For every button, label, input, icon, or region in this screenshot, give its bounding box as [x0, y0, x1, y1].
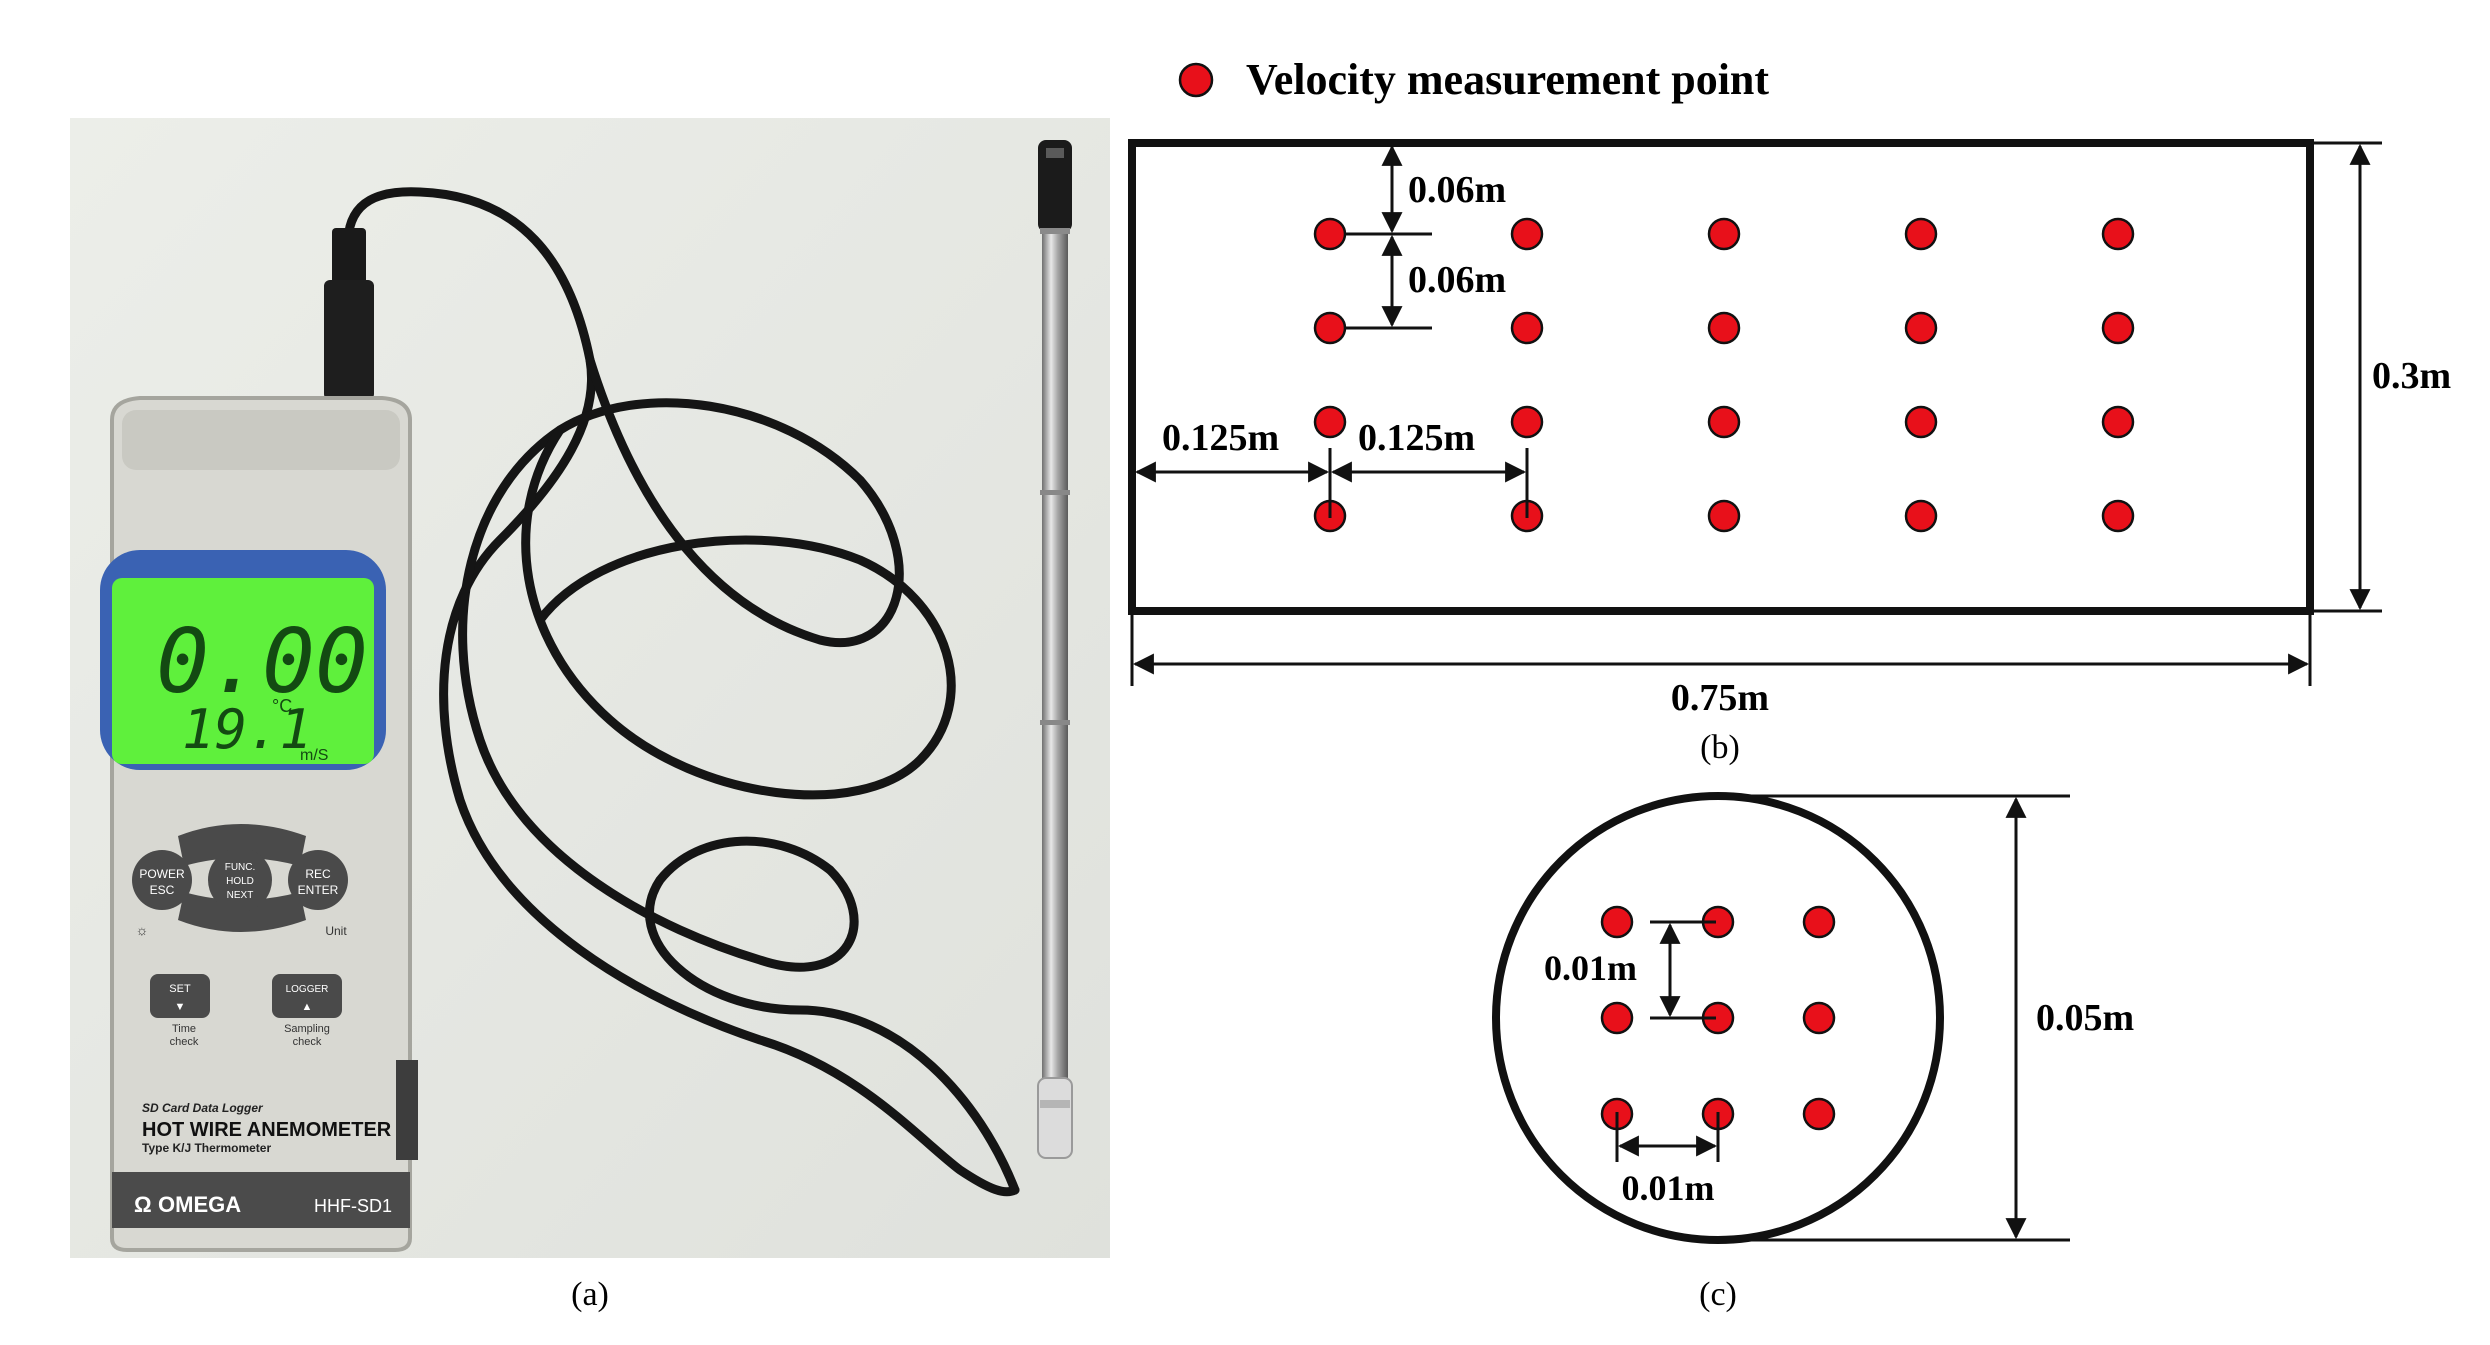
power-label: POWER [139, 867, 185, 881]
legend: Velocity measurement point [1178, 55, 1769, 104]
circle-duct-outline [1492, 792, 1944, 1244]
dim-diameter-label: 0.05m [2036, 997, 2134, 1039]
dim-left-gap-label: 0.125m [1162, 417, 1279, 459]
panel-a-photo: 0.00 19.1 °C m/S POWER ESC FUNC. HOLD NE… [70, 118, 1110, 1313]
panel-b-rectangle: 0.06m 0.06m 0.125m 0.125m 0.3m 0.75m (b) [1128, 139, 2451, 766]
caption-b: (b) [1700, 729, 1740, 766]
caption-c: (c) [1699, 1276, 1737, 1313]
velocity-measurement-point [1510, 217, 1544, 251]
velocity-measurement-point [2101, 499, 2135, 533]
velocity-measurement-point [1313, 311, 1347, 345]
velocity-measurement-point [1707, 499, 1741, 533]
velocity-measurement-point [1707, 311, 1741, 345]
func-hold-next-button[interactable]: FUNC. HOLD NEXT [208, 848, 272, 912]
unit-label: Unit [325, 924, 347, 938]
set-button[interactable]: SET ▼ Time check [150, 974, 210, 1048]
logger-button[interactable]: LOGGER ▲ Sampling check [272, 974, 342, 1048]
velocity-measurement-point [1802, 905, 1836, 939]
up-arrow-icon: ▲ [302, 1001, 313, 1013]
velocity-measurement-point [1802, 1001, 1836, 1035]
velocity-measurement-point [2101, 311, 2135, 345]
model-line-1: SD Card Data Logger [142, 1101, 264, 1115]
lcd-temp-unit: °C [272, 696, 292, 716]
velocity-measurement-point [1510, 405, 1544, 439]
omega-logo-icon: Ω [134, 1192, 152, 1217]
dim-width-label: 0.75m [1671, 677, 1769, 719]
lcd-screen [112, 578, 374, 764]
velocity-measurement-point [1600, 905, 1634, 939]
rect-measurement-points [1313, 217, 2135, 533]
dim-row-gap-label: 0.06m [1408, 259, 1506, 301]
model-label: HHF-SD1 [314, 1196, 392, 1216]
logger-caption-check: check [293, 1036, 322, 1048]
brand-strip [112, 1172, 410, 1228]
dim-col-gap-label: 0.125m [1358, 417, 1475, 459]
rect-duct-outline [1128, 139, 2314, 615]
legend-point-icon [1178, 62, 1214, 98]
dim-c-col-gap-label: 0.01m [1622, 1168, 1715, 1208]
logger-caption-sampling: Sampling [284, 1023, 330, 1035]
control-pad: POWER ESC FUNC. HOLD NEXT REC ENTER Unit… [132, 824, 348, 938]
lcd-speed-value: 0.00 [156, 610, 368, 713]
velocity-measurement-point [1904, 311, 1938, 345]
power-esc-button[interactable]: POWER ESC [132, 850, 192, 910]
dim-top-gap-label: 0.06m [1408, 169, 1506, 211]
probe-cable [343, 187, 1020, 1197]
logger-label: LOGGER [286, 984, 329, 995]
set-caption-check: check [170, 1036, 199, 1048]
func-label: FUNC. [225, 862, 256, 873]
panel-c-circle: 0.01m 0.01m 0.05m (c) [1492, 792, 2134, 1313]
hold-label: HOLD [226, 876, 254, 887]
probe-rod [1037, 140, 1073, 1159]
rec-label: REC [305, 867, 331, 881]
velocity-measurement-point [2101, 217, 2135, 251]
dim-height-label: 0.3m [2372, 355, 2451, 397]
model-line-3: Type K/J Thermometer [142, 1141, 271, 1155]
anemometer-device: 0.00 19.1 °C m/S POWER ESC FUNC. HOLD NE… [100, 396, 418, 1252]
velocity-measurement-point [2101, 405, 2135, 439]
velocity-measurement-point [1600, 1001, 1634, 1035]
velocity-measurement-point [1707, 217, 1741, 251]
esc-label: ESC [150, 883, 175, 897]
brand-label: OMEGA [158, 1192, 241, 1217]
backlight-icon: ☼ [136, 922, 149, 938]
cable-connector [324, 228, 374, 400]
velocity-measurement-point [1904, 405, 1938, 439]
next-label: NEXT [227, 890, 254, 901]
velocity-measurement-point [1313, 405, 1347, 439]
velocity-measurement-point [1802, 1097, 1836, 1131]
enter-label: ENTER [298, 883, 339, 897]
velocity-measurement-point [1904, 217, 1938, 251]
velocity-measurement-point [1707, 405, 1741, 439]
velocity-measurement-point [1313, 217, 1347, 251]
velocity-measurement-point [1904, 499, 1938, 533]
lcd-speed-unit: m/S [300, 747, 328, 764]
circle-measurement-points [1600, 905, 1836, 1131]
velocity-measurement-point [1510, 311, 1544, 345]
dim-c-row-gap-label: 0.01m [1544, 948, 1637, 988]
set-caption-time: Time [172, 1023, 196, 1035]
rec-enter-button[interactable]: REC ENTER [288, 850, 348, 910]
down-arrow-icon: ▼ [175, 1001, 186, 1013]
lcd-temp-value: 19.1 [182, 698, 312, 761]
set-label: SET [169, 983, 191, 995]
model-line-2: HOT WIRE ANEMOMETER [142, 1119, 392, 1141]
legend-label: Velocity measurement point [1246, 55, 1769, 104]
caption-a: (a) [571, 1276, 609, 1313]
